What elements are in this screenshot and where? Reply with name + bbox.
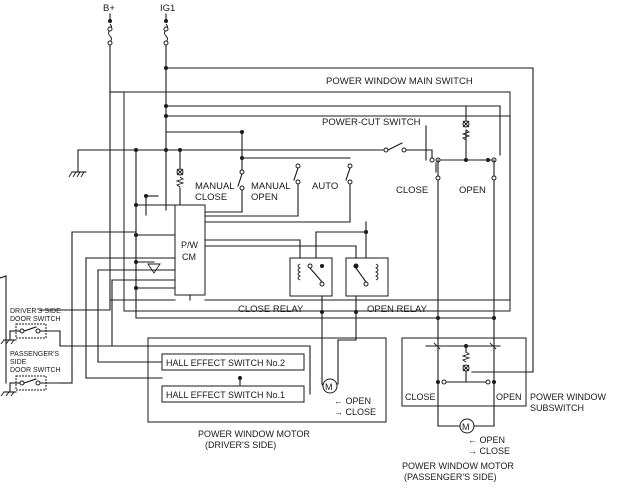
auto-label: AUTO [312,181,338,192]
motor-driver-label-1: POWER WINDOW MOTOR [198,429,310,439]
pw-cm-label-1: P/W [181,240,199,250]
passengers-door-switch: PASSENGER'S SIDE DOOR SWITCH [0,275,61,397]
drivers-door-label-1: DRIVER'S SIDE [10,308,61,315]
battery-feed: B+ [103,3,115,93]
illumination-lamp [175,148,185,206]
passenger-motor: M ← OPEN → CLOSE POWER WINDOW MOTOR (PAS… [402,409,514,482]
pass-close-arrow: → CLOSE [468,446,510,456]
power-cut-switch: POWER-CUT SWITCH [68,117,433,178]
pass-door-label-1: PASSENGER'S [10,351,59,358]
manual-open-label-1: MANUAL [251,181,291,192]
b-plus-label: B+ [103,3,115,14]
pw-cm-label-2: CM [182,252,196,262]
driver-close-arrow: → CLOSE [334,407,376,417]
pw-control-module: P/W CM [71,149,357,373]
open-relay-label: OPEN RELAY [367,304,428,315]
subswitch-label-2: SUBSWITCH [530,403,584,413]
open-relay: OPEN RELAY [299,221,428,385]
manual-auto-switches: MANUAL CLOSE MANUAL OPEN AUTO [165,130,353,223]
pass-open-arrow: ← OPEN [468,435,505,445]
power-cut-label: POWER-CUT SWITCH [322,117,421,128]
hall2-label: HALL EFFECT SWITCH No.2 [166,358,285,368]
main-open-label: OPEN [459,185,486,196]
sub-open-label: OPEN [496,392,522,402]
manual-close-label-1: MANUAL [195,181,235,192]
driver-open-arrow: ← OPEN [334,396,371,406]
manual-close-label-2: CLOSE [195,192,227,203]
power-window-subswitch: CLOSE OPEN POWER WINDOW SUBSWITCH [401,337,606,413]
sub-close-label: CLOSE [405,392,436,402]
outer-wiring [39,67,534,373]
hall1-label: HALL EFFECT SWITCH No.1 [166,390,285,400]
main-switch-contacts: CLOSE OPEN [396,105,497,341]
motor-pass-label-1: POWER WINDOW MOTOR [402,461,514,471]
pass-door-label-3: DOOR SWITCH [10,367,61,374]
close-relay-label: CLOSE RELAY [238,304,304,315]
close-relay: CLOSE RELAY [238,230,368,385]
driver-motor-enclosure: HALL EFFECT SWITCH No.2 HALL EFFECT SWIT… [147,337,387,450]
main-close-label: CLOSE [396,185,428,196]
motor-pass-label-2: (PASSENGER'S SIDE) [404,472,497,482]
driver-motor-symbol: M [325,382,333,392]
bottom-rails [109,299,511,319]
pass-door-label-2: SIDE [10,359,27,366]
pass-motor-symbol: M [462,422,470,432]
ig1-feed: IG1 [160,3,175,211]
ig1-label: IG1 [160,3,175,14]
drivers-door-label-2: DOOR SWITCH [10,316,61,323]
manual-open-label-2: OPEN [251,192,278,203]
motor-driver-label-2: (DRIVER'S SIDE) [205,440,276,450]
hall-sensor-wiring [59,257,311,395]
drivers-door-switch: DRIVER'S SIDE DOOR SWITCH [0,308,61,347]
subswitch-label-1: POWER WINDOW [530,392,606,402]
main-switch-label: POWER WINDOW MAIN SWITCH [326,76,473,87]
